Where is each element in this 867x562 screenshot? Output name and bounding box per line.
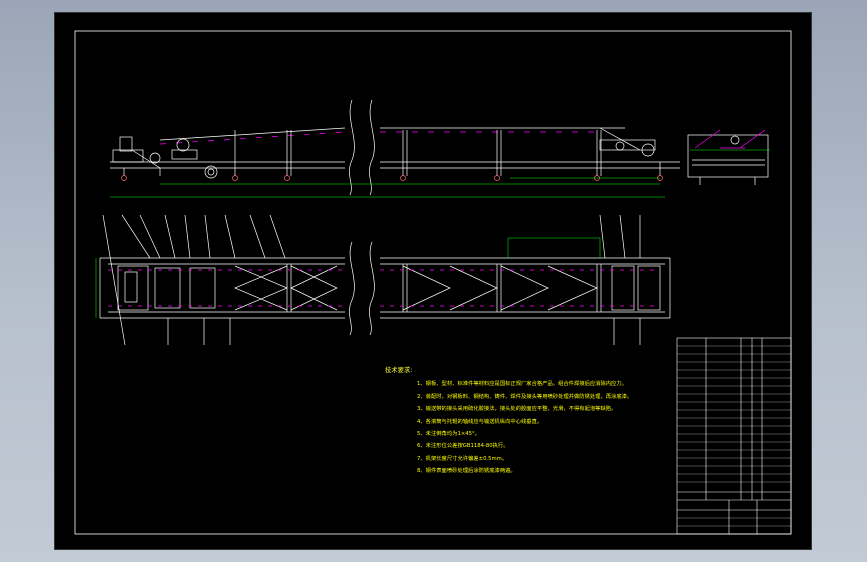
drawing-border xyxy=(74,30,792,535)
cad-drawing-sheet[interactable] xyxy=(55,13,811,549)
title-block-rows xyxy=(677,345,791,527)
technical-note-1: 1、钢板、型材、标准件等材料应是国标正规厂家合格产品，组合件焊接后应消除内应力。 xyxy=(417,381,627,388)
end-view xyxy=(687,129,770,185)
technical-note-4: 4、各滚筒与托辊的轴线应与输送机纵向中心线垂直。 xyxy=(417,418,543,425)
technical-note-5: 5、未注倒角均为1×45°。 xyxy=(417,431,480,438)
technical-note-6: 6、未注形位公差按GB1184-80执行。 xyxy=(417,443,509,450)
title-block xyxy=(676,337,792,535)
technical-note-2: 2、装配时，对钢板料、钢结构、铸件、焊件及接头等用喷砂处理并做防锈处理，再涂底漆… xyxy=(417,393,633,400)
side-view xyxy=(110,99,680,198)
plan-view xyxy=(95,214,671,346)
technical-notes: 技术要求: 1、钢板、型材、标准件等材料应是国标正规厂家合格产品，组合件焊接后应… xyxy=(385,365,665,478)
technical-note-7: 7、机架长度尺寸允许偏差±0.5mm。 xyxy=(417,455,508,462)
technical-note-3: 3、输送带的接头采用硫化胶接法，接头处的胶面应平整、光滑，不得有起泡等缺陷。 xyxy=(417,406,617,413)
technical-notes-heading: 技术要求: xyxy=(385,367,413,374)
technical-note-8: 8、钢件表面喷砂处理后涂防锈底漆两遍。 xyxy=(417,468,516,475)
